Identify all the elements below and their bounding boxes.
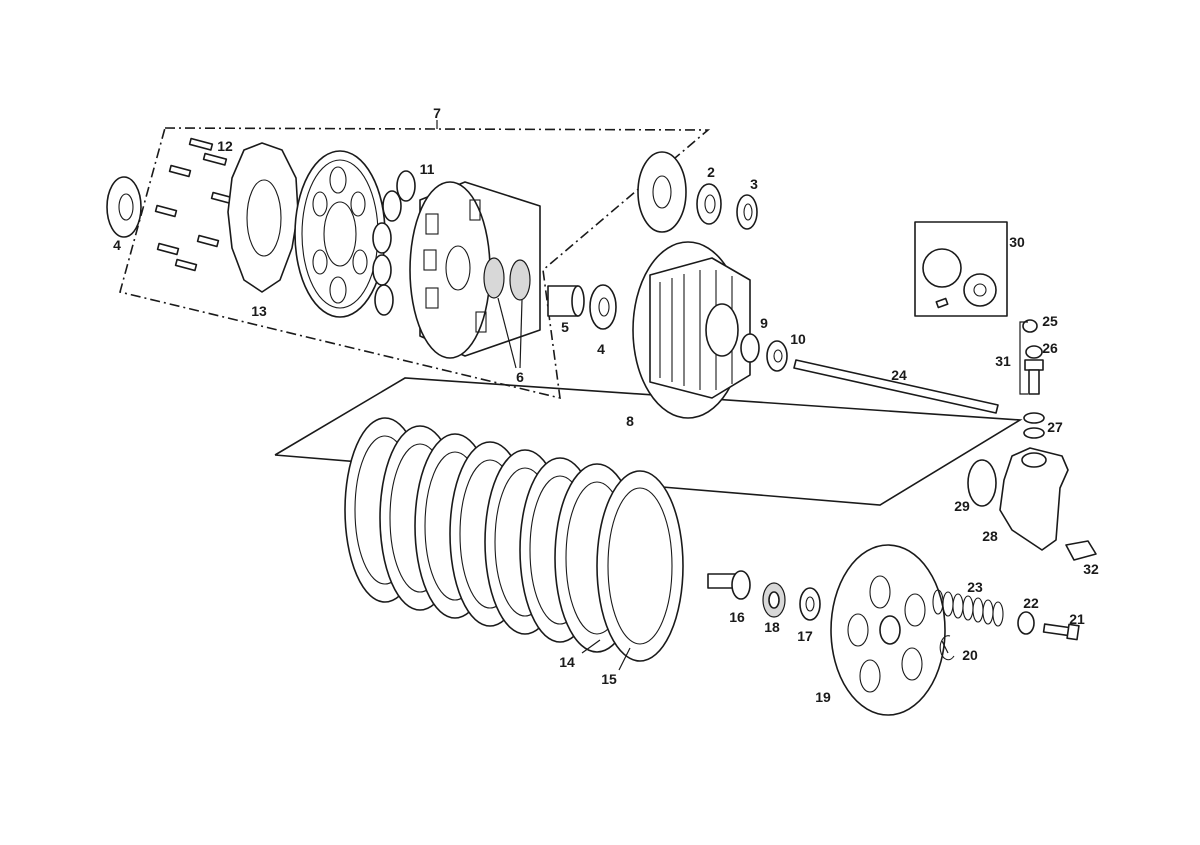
callout-19: 19 xyxy=(815,689,831,705)
dampers-11 xyxy=(372,170,416,316)
small-gear xyxy=(637,151,687,233)
gasket-kit-seal-inner xyxy=(973,283,987,297)
callout-13: 13 xyxy=(251,303,267,319)
callout-2: 2 xyxy=(707,164,715,180)
push-rod xyxy=(793,359,999,414)
primary-gear-hub xyxy=(323,201,357,267)
gasket-kit-ring xyxy=(922,248,962,288)
washer-middle xyxy=(589,284,617,330)
callout-30: 30 xyxy=(1009,234,1025,250)
bolt-32 xyxy=(1065,540,1097,561)
pressure-cap-16 xyxy=(707,570,751,600)
washer-2 xyxy=(696,183,722,225)
callout-24: 24 xyxy=(891,367,907,383)
washer-3-hole xyxy=(743,203,753,221)
washer-middle-hole xyxy=(598,297,610,317)
callout-28: 28 xyxy=(982,528,998,544)
callout-15: 15 xyxy=(601,671,617,687)
callout-8: 8 xyxy=(626,413,634,429)
group-frame-7 xyxy=(119,127,711,400)
callout-29: 29 xyxy=(954,498,970,514)
clutch-plates xyxy=(344,417,684,662)
leader-lines xyxy=(497,297,949,671)
callout-20: 20 xyxy=(962,647,978,663)
callout-11: 11 xyxy=(420,161,435,177)
washer-3 xyxy=(736,194,758,230)
callout-7: 7 xyxy=(433,105,441,121)
needle-bearings-6 xyxy=(483,257,531,301)
callout-labels: 2 3 4 4 5 6 7 8 9 10 11 12 13 14 15 16 1… xyxy=(113,105,1099,705)
callout-3: 3 xyxy=(750,176,758,192)
callout-27: 27 xyxy=(1047,419,1063,435)
washer-left-hole xyxy=(118,193,134,221)
screw-21 xyxy=(1042,623,1080,641)
washer-17-hole xyxy=(805,596,815,612)
bracket-31 xyxy=(1019,321,1028,395)
damper-plate xyxy=(227,142,299,293)
primary-gear xyxy=(294,150,386,318)
callout-12: 12 xyxy=(217,138,233,154)
bush-5-end xyxy=(571,285,585,317)
adjuster-26 xyxy=(1024,345,1044,395)
primary-gear-holes xyxy=(312,166,368,304)
callout-25: 25 xyxy=(1042,313,1058,329)
nut-10-hole xyxy=(773,349,783,363)
callout-5: 5 xyxy=(561,319,569,335)
callout-22: 22 xyxy=(1023,595,1039,611)
spring-23 xyxy=(932,589,1004,627)
callout-9: 9 xyxy=(760,315,768,331)
small-gear-hub xyxy=(652,175,672,209)
clutch-basket-slots xyxy=(423,199,487,333)
nut-10 xyxy=(766,340,788,372)
washer-left xyxy=(106,176,142,238)
pressure-plate-spokes xyxy=(847,575,926,693)
plates-frame xyxy=(274,377,1023,506)
clutch-basket-bore xyxy=(445,245,471,291)
callout-14: 14 xyxy=(559,654,575,670)
cover-28 xyxy=(999,447,1069,551)
callout-32: 32 xyxy=(1083,561,1099,577)
washer-9 xyxy=(740,333,760,363)
callout-6: 6 xyxy=(516,369,524,385)
callout-10: 10 xyxy=(790,331,806,347)
circlip-20 xyxy=(939,635,955,661)
cover-28-boss xyxy=(1021,452,1047,468)
damper-plate-hole xyxy=(246,179,282,257)
washer-22 xyxy=(1017,611,1035,635)
o-rings-27 xyxy=(1023,412,1045,439)
callout-16: 16 xyxy=(729,609,745,625)
part-25 xyxy=(1022,319,1038,333)
callout-17: 17 xyxy=(797,628,813,644)
callout-18: 18 xyxy=(764,619,780,635)
callout-4-left: 4 xyxy=(113,237,121,253)
callout-21: 21 xyxy=(1069,611,1085,627)
callout-26: 26 xyxy=(1042,340,1058,356)
gasket-kit-seal xyxy=(963,273,997,307)
screws-12 xyxy=(154,137,234,272)
o-ring-29 xyxy=(967,459,997,507)
bearing-18-hole xyxy=(768,591,780,609)
gasket-kit-pin xyxy=(935,297,949,309)
callout-23: 23 xyxy=(967,579,983,595)
callout-4-middle: 4 xyxy=(597,341,605,357)
callout-31: 31 xyxy=(995,353,1011,369)
inner-hub-center xyxy=(705,303,739,357)
washer-2-hole xyxy=(704,194,716,214)
washer-17 xyxy=(799,587,821,621)
